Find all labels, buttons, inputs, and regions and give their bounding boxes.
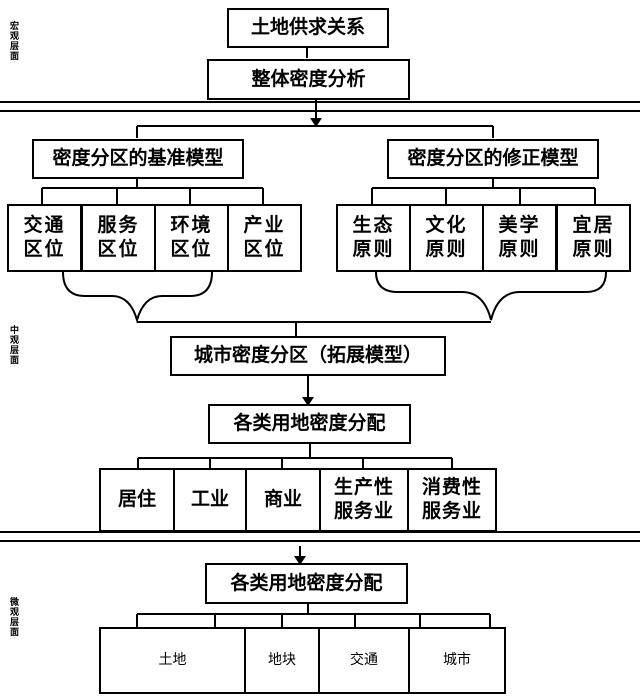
factor-service-location: 服务区位 [81,204,156,272]
land-use-producer-services: 生产性服务业 [319,468,409,532]
micro-land-allocation-box: 各类用地密度分配 [205,563,408,604]
micro-item-plot: 地块 [244,627,320,694]
land-use-consumer-services: 消费性服务业 [407,468,497,532]
factor-industry-location: 产业区位 [227,204,302,272]
supply-demand-box: 土地供求关系 [227,8,389,48]
macro-level-label: 宏观层面 [10,22,20,62]
land-use-industrial: 工业 [173,468,247,532]
extended-model-box: 城市密度分区（拓展模型） [170,336,446,376]
factor-aesthetics-principle: 美学原则 [482,204,557,272]
micro-item-city: 城市 [408,627,506,694]
factor-culture-principle: 文化原则 [409,204,484,272]
factor-livability-principle: 宜居原则 [556,204,631,272]
base-model-box: 密度分区的基准模型 [32,139,244,179]
meso-land-allocation-box: 各类用地密度分配 [208,404,411,444]
factor-ecology-principle: 生态原则 [336,204,411,272]
factor-environment-location: 环境区位 [154,204,229,272]
micro-item-land: 土地 [99,627,246,694]
meso-level-label: 中观层面 [10,326,20,366]
micro-level-label: 微观层面 [10,598,20,638]
factor-traffic-location: 交通区位 [7,204,82,272]
overall-density-analysis-box: 整体密度分析 [207,59,410,100]
land-use-residential: 居住 [99,468,175,532]
land-use-commercial: 商业 [245,468,321,532]
micro-item-transport: 交通 [318,627,410,694]
revised-model-box: 密度分区的修正模型 [387,139,599,179]
